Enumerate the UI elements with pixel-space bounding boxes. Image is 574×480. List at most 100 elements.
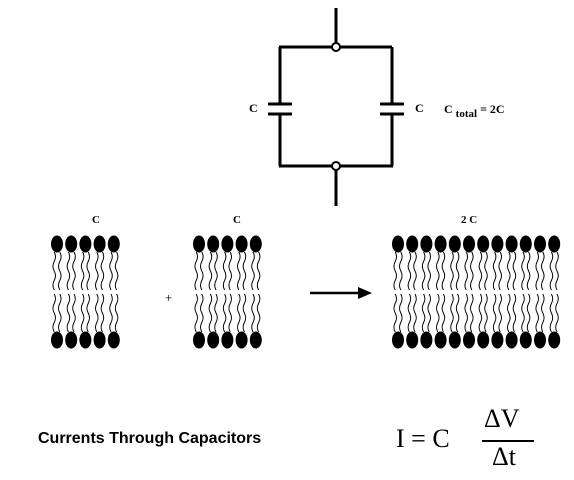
lipid-head-top	[406, 235, 419, 253]
lipid-tail-top	[484, 251, 488, 291]
lipid-head-top	[235, 235, 248, 253]
lipid-head-top	[477, 235, 490, 253]
lipid-tail-bottom	[535, 293, 539, 333]
lipid-head-bottom	[51, 331, 63, 349]
lipid-tail-top	[251, 251, 255, 291]
lipid-tail-top	[109, 251, 113, 291]
lipid-tail-top	[72, 251, 76, 291]
lipid-head-top	[51, 235, 63, 253]
membrane-combined	[392, 235, 561, 349]
lipid-tail-top	[541, 251, 545, 291]
lipid-tail-bottom	[256, 293, 261, 333]
lipid-head-top	[548, 235, 561, 253]
parallel-capacitor-circuit	[268, 8, 404, 206]
membrane-left-label: C	[92, 214, 100, 226]
lipid-head-bottom	[249, 331, 262, 349]
lipid-head-top	[221, 235, 234, 253]
lipid-tail-top	[58, 251, 62, 291]
lipid-tail-bottom	[541, 293, 545, 333]
current-formula: I = C ΔV Δt	[396, 402, 556, 476]
lipid-head-top	[448, 235, 461, 253]
lipid-tail-bottom	[507, 293, 511, 333]
lipid-tail-bottom	[109, 293, 113, 333]
lipid-head-top	[534, 235, 546, 253]
lipid-head-bottom	[448, 331, 461, 349]
total-label-rest: = 2C	[480, 102, 505, 116]
lipid-head-bottom	[491, 331, 504, 349]
lipid-head-bottom	[65, 331, 78, 349]
lipid-head-top	[249, 235, 262, 253]
lipid-head-bottom	[107, 331, 120, 349]
lipid-tail-bottom	[555, 293, 559, 333]
lipid-tail-bottom	[436, 293, 440, 333]
top-node	[331, 42, 341, 52]
lipid-tail-bottom	[478, 293, 483, 333]
lipid-tail-top	[222, 251, 227, 291]
lipid-tail-bottom	[86, 293, 90, 333]
lipid-tail-top	[549, 251, 554, 291]
lipid-tail-bottom	[194, 293, 198, 333]
lipid-head-top	[505, 235, 518, 253]
lipid-head-bottom	[505, 331, 518, 349]
lipid-tail-top	[421, 251, 426, 291]
lipid-tail-bottom	[441, 293, 446, 333]
membrane-middle	[193, 235, 262, 349]
lipid-tail-bottom	[58, 293, 62, 333]
left-capacitor-label: C	[249, 101, 258, 115]
lipid-tail-top	[242, 251, 247, 291]
lipid-tail-top	[66, 251, 71, 291]
lipid-tail-top	[80, 251, 85, 291]
lipid-head-bottom	[193, 331, 205, 349]
lipid-tail-bottom	[455, 293, 460, 333]
right-capacitor-label: C	[415, 101, 424, 115]
lipid-tail-bottom	[450, 293, 454, 333]
lipid-head-bottom	[548, 331, 561, 349]
lipid-tail-top	[498, 251, 502, 291]
lipid-tail-bottom	[222, 293, 227, 333]
lipid-tail-bottom	[214, 293, 218, 333]
total-label-sub: total	[455, 108, 478, 120]
lipid-head-top	[207, 235, 220, 253]
lipid-head-top	[420, 235, 433, 253]
formula-fraction-bar	[482, 440, 534, 442]
lipid-tail-bottom	[399, 293, 403, 333]
lipid-tail-bottom	[512, 293, 517, 333]
lipid-tail-top	[526, 251, 531, 291]
combine-arrow	[310, 287, 372, 299]
lipid-tail-bottom	[521, 293, 525, 333]
lipid-tail-top	[521, 251, 525, 291]
membrane-middle-label: C	[233, 214, 241, 226]
bottom-node	[331, 161, 341, 171]
lipid-head-top	[491, 235, 504, 253]
currents-caption: Currents Through Capacitors	[38, 430, 262, 447]
lipid-tail-top	[200, 251, 204, 291]
lipid-tail-top	[95, 251, 99, 291]
lipid-tail-top	[86, 251, 90, 291]
lipid-tail-top	[555, 251, 559, 291]
lipid-tail-bottom	[208, 293, 213, 333]
lipid-tail-top	[478, 251, 483, 291]
lipid-tail-bottom	[421, 293, 426, 333]
lipid-tail-top	[194, 251, 198, 291]
lipid-tail-top	[214, 251, 218, 291]
lipid-tail-top	[393, 251, 397, 291]
lipid-head-bottom	[406, 331, 419, 349]
lipid-tail-top	[228, 251, 232, 291]
lipid-head-top	[107, 235, 120, 253]
lipid-tail-top	[512, 251, 517, 291]
lipid-tail-top	[413, 251, 417, 291]
lipid-tail-top	[114, 251, 119, 291]
lipid-head-top	[463, 235, 475, 253]
circuit-nodes	[331, 42, 341, 171]
lipid-tail-top	[52, 251, 56, 291]
total-label-main: C	[444, 102, 453, 116]
lipid-tail-bottom	[100, 293, 105, 333]
lipid-tail-top	[464, 251, 468, 291]
lipid-head-bottom	[519, 331, 532, 349]
lipid-head-bottom	[392, 331, 404, 349]
lipid-tail-bottom	[470, 293, 474, 333]
lipid-head-bottom	[235, 331, 248, 349]
lipid-tail-top	[450, 251, 454, 291]
lipid-tail-bottom	[407, 293, 412, 333]
lipid-tail-bottom	[72, 293, 76, 333]
